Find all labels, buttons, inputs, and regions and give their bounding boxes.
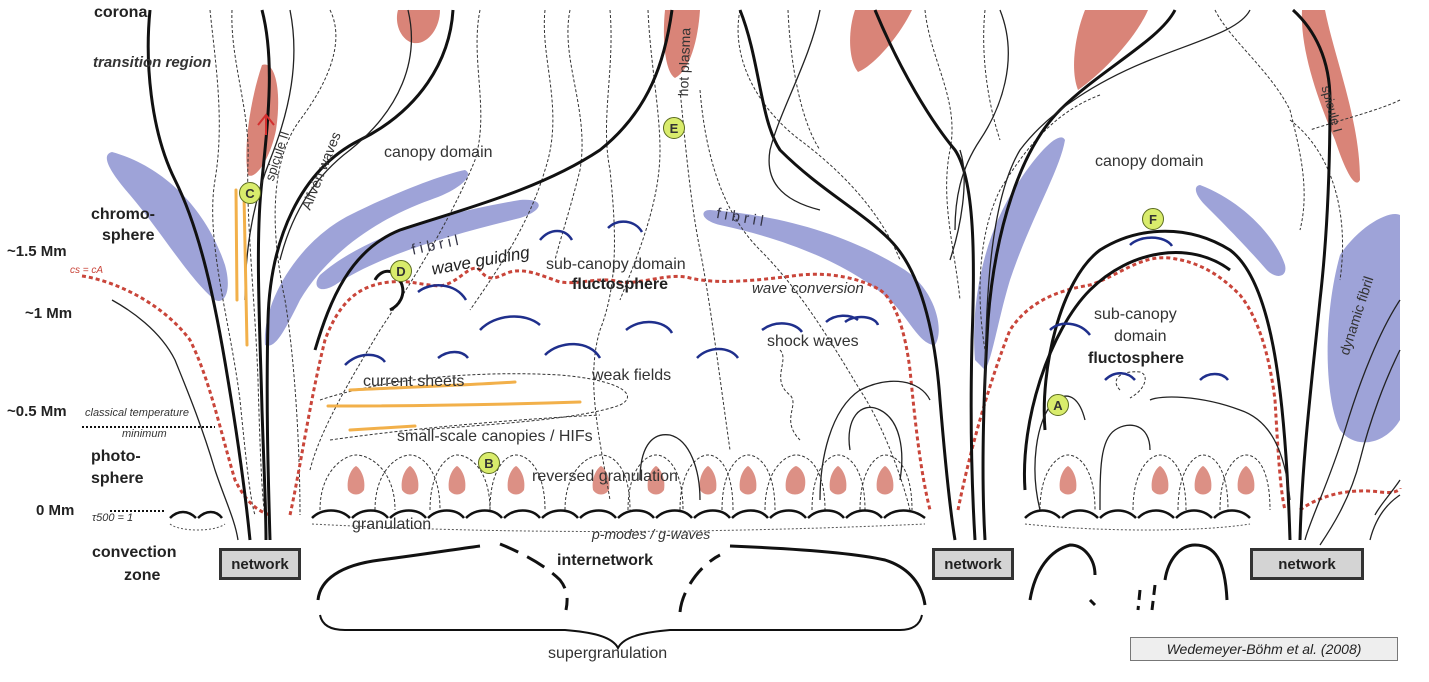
marker-e: E — [663, 117, 685, 139]
weak-fields-label: weak fields — [592, 367, 672, 384]
marker-d: D — [390, 260, 412, 282]
fibril-right-a — [974, 137, 1065, 370]
hot-plasma-shape — [663, 10, 700, 78]
marker-f: F — [1142, 208, 1164, 230]
fluctosphere-left-label: fluctosphere — [572, 276, 669, 293]
reference-dotted-lines — [82, 426, 215, 512]
height-0-5-mm: ~0.5 Mm — [7, 403, 67, 420]
height-1-mm: ~1 Mm — [25, 305, 73, 322]
convection-label-1: convection — [92, 544, 177, 561]
reversed-granulation-label: reversed granulation — [532, 468, 678, 485]
internetwork-label: internetwork — [557, 552, 654, 569]
network-box-right: network — [1250, 548, 1364, 580]
granulation-label: granulation — [352, 516, 432, 533]
classical-temperature-label: classical temperature — [85, 407, 189, 419]
internetwork-lines — [316, 542, 1229, 651]
height-1-5-mm: ~1.5 Mm — [7, 243, 67, 260]
corona-blob-left — [396, 10, 440, 44]
network-box-left: network — [219, 548, 301, 580]
wave-conversion-label: wave conversion — [752, 280, 864, 297]
shock-wave-arcs — [344, 220, 1229, 381]
sub-canopy-right-label-1: sub-canopy — [1094, 306, 1177, 323]
canopy-domain-left-label: canopy domain — [384, 144, 493, 161]
corona-label: corona — [94, 4, 148, 21]
fibril-shapes — [106, 137, 1400, 443]
corona-blob-mid — [850, 10, 912, 72]
granulation-bumps — [169, 509, 1251, 520]
fibril-mid — [703, 210, 939, 345]
shock-waves-label: shock waves — [767, 333, 859, 350]
photosphere-label-1: photo- — [91, 448, 141, 465]
current-sheet-lines — [234, 188, 582, 432]
dashed-field-lines — [209, 9, 1401, 516]
granulation-dashes — [169, 523, 1251, 532]
chromosphere-label-1: chromo- — [91, 206, 155, 223]
fibril-right-b — [1195, 185, 1286, 276]
thin-field-lines — [111, 9, 1401, 546]
fluctosphere-right-label: fluctosphere — [1088, 350, 1185, 367]
supergranulation-label: supergranulation — [548, 645, 668, 662]
small-scale-arches — [319, 454, 1271, 511]
hot-plasma-label: hot plasma — [675, 27, 694, 97]
photosphere-label-2: sphere — [91, 470, 144, 487]
transition-region-label: transition region — [93, 54, 212, 71]
cs-ca-label: cs = cA — [70, 265, 104, 276]
thick-field-lines — [146, 8, 1332, 541]
current-sheets-label: current sheets — [363, 373, 465, 390]
marker-c: C — [239, 182, 261, 204]
tau500-label: τ500 = 1 — [92, 512, 134, 524]
spicule-ii-arrow — [257, 113, 275, 135]
marker-b: B — [478, 452, 500, 474]
canopy-domain-right-label: canopy domain — [1095, 153, 1204, 170]
small-scale-canopies-label: small-scale canopies / HIFs — [397, 428, 593, 445]
network-box-center: network — [932, 548, 1014, 580]
height-0-mm: 0 Mm — [36, 502, 75, 519]
marker-a: A — [1047, 394, 1069, 416]
dynamic-fibril-shape — [1327, 214, 1400, 443]
minimum-label: minimum — [122, 428, 167, 440]
sub-canopy-domain-label: sub-canopy domain — [546, 256, 686, 273]
fibril-canopy-left — [264, 170, 469, 346]
fibril-left-chromosphere — [106, 152, 228, 301]
convection-label-2: zone — [124, 567, 161, 584]
chromosphere-label-2: sphere — [102, 227, 155, 244]
pmodes-label: p-modes / g-waves — [592, 526, 711, 542]
sub-canopy-right-label-2: domain — [1114, 328, 1167, 345]
corona-blob-right — [1074, 10, 1148, 90]
credit-box: Wedemeyer-Böhm et al. (2008) — [1130, 637, 1398, 661]
fibril-long — [316, 199, 539, 290]
spicule-shapes — [246, 10, 1360, 183]
